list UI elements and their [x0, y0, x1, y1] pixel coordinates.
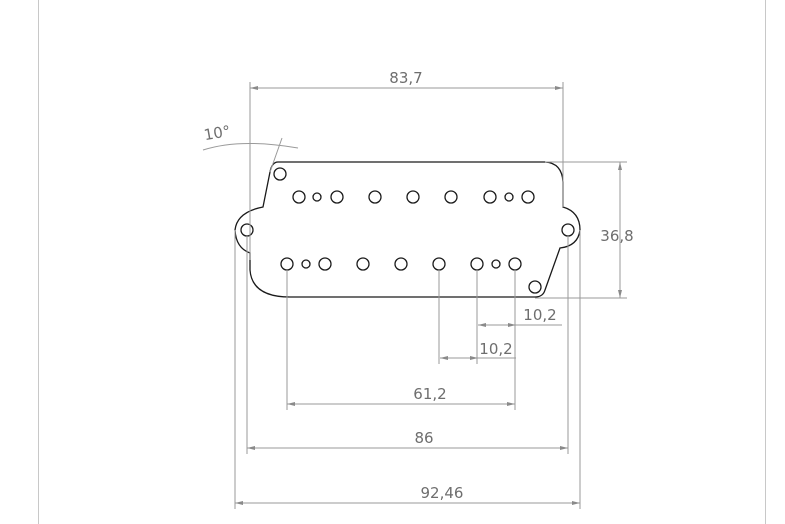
mount-hole	[561, 223, 575, 237]
dim-pole-spacing-b: 10,2	[479, 340, 512, 358]
pickup-outline	[234, 161, 581, 298]
mount-hole	[528, 280, 542, 294]
dim-height: 36,8	[600, 227, 633, 245]
dim-mount-span: 86	[414, 429, 433, 447]
mount-hole	[273, 167, 287, 181]
mount-hole	[240, 223, 254, 237]
extension-lines	[234, 82, 627, 509]
dim-pole-span: 61,2	[413, 385, 446, 403]
dim-top-width: 83,7	[389, 69, 422, 87]
top-pole-row	[292, 190, 535, 204]
dim-pole-spacing-a: 10,2	[523, 306, 556, 324]
dimension-lines	[202, 86, 622, 505]
dim-overall-width: 92,46	[421, 484, 464, 502]
bottom-pole-row	[280, 257, 522, 271]
dim-angle: 10°	[202, 122, 231, 144]
